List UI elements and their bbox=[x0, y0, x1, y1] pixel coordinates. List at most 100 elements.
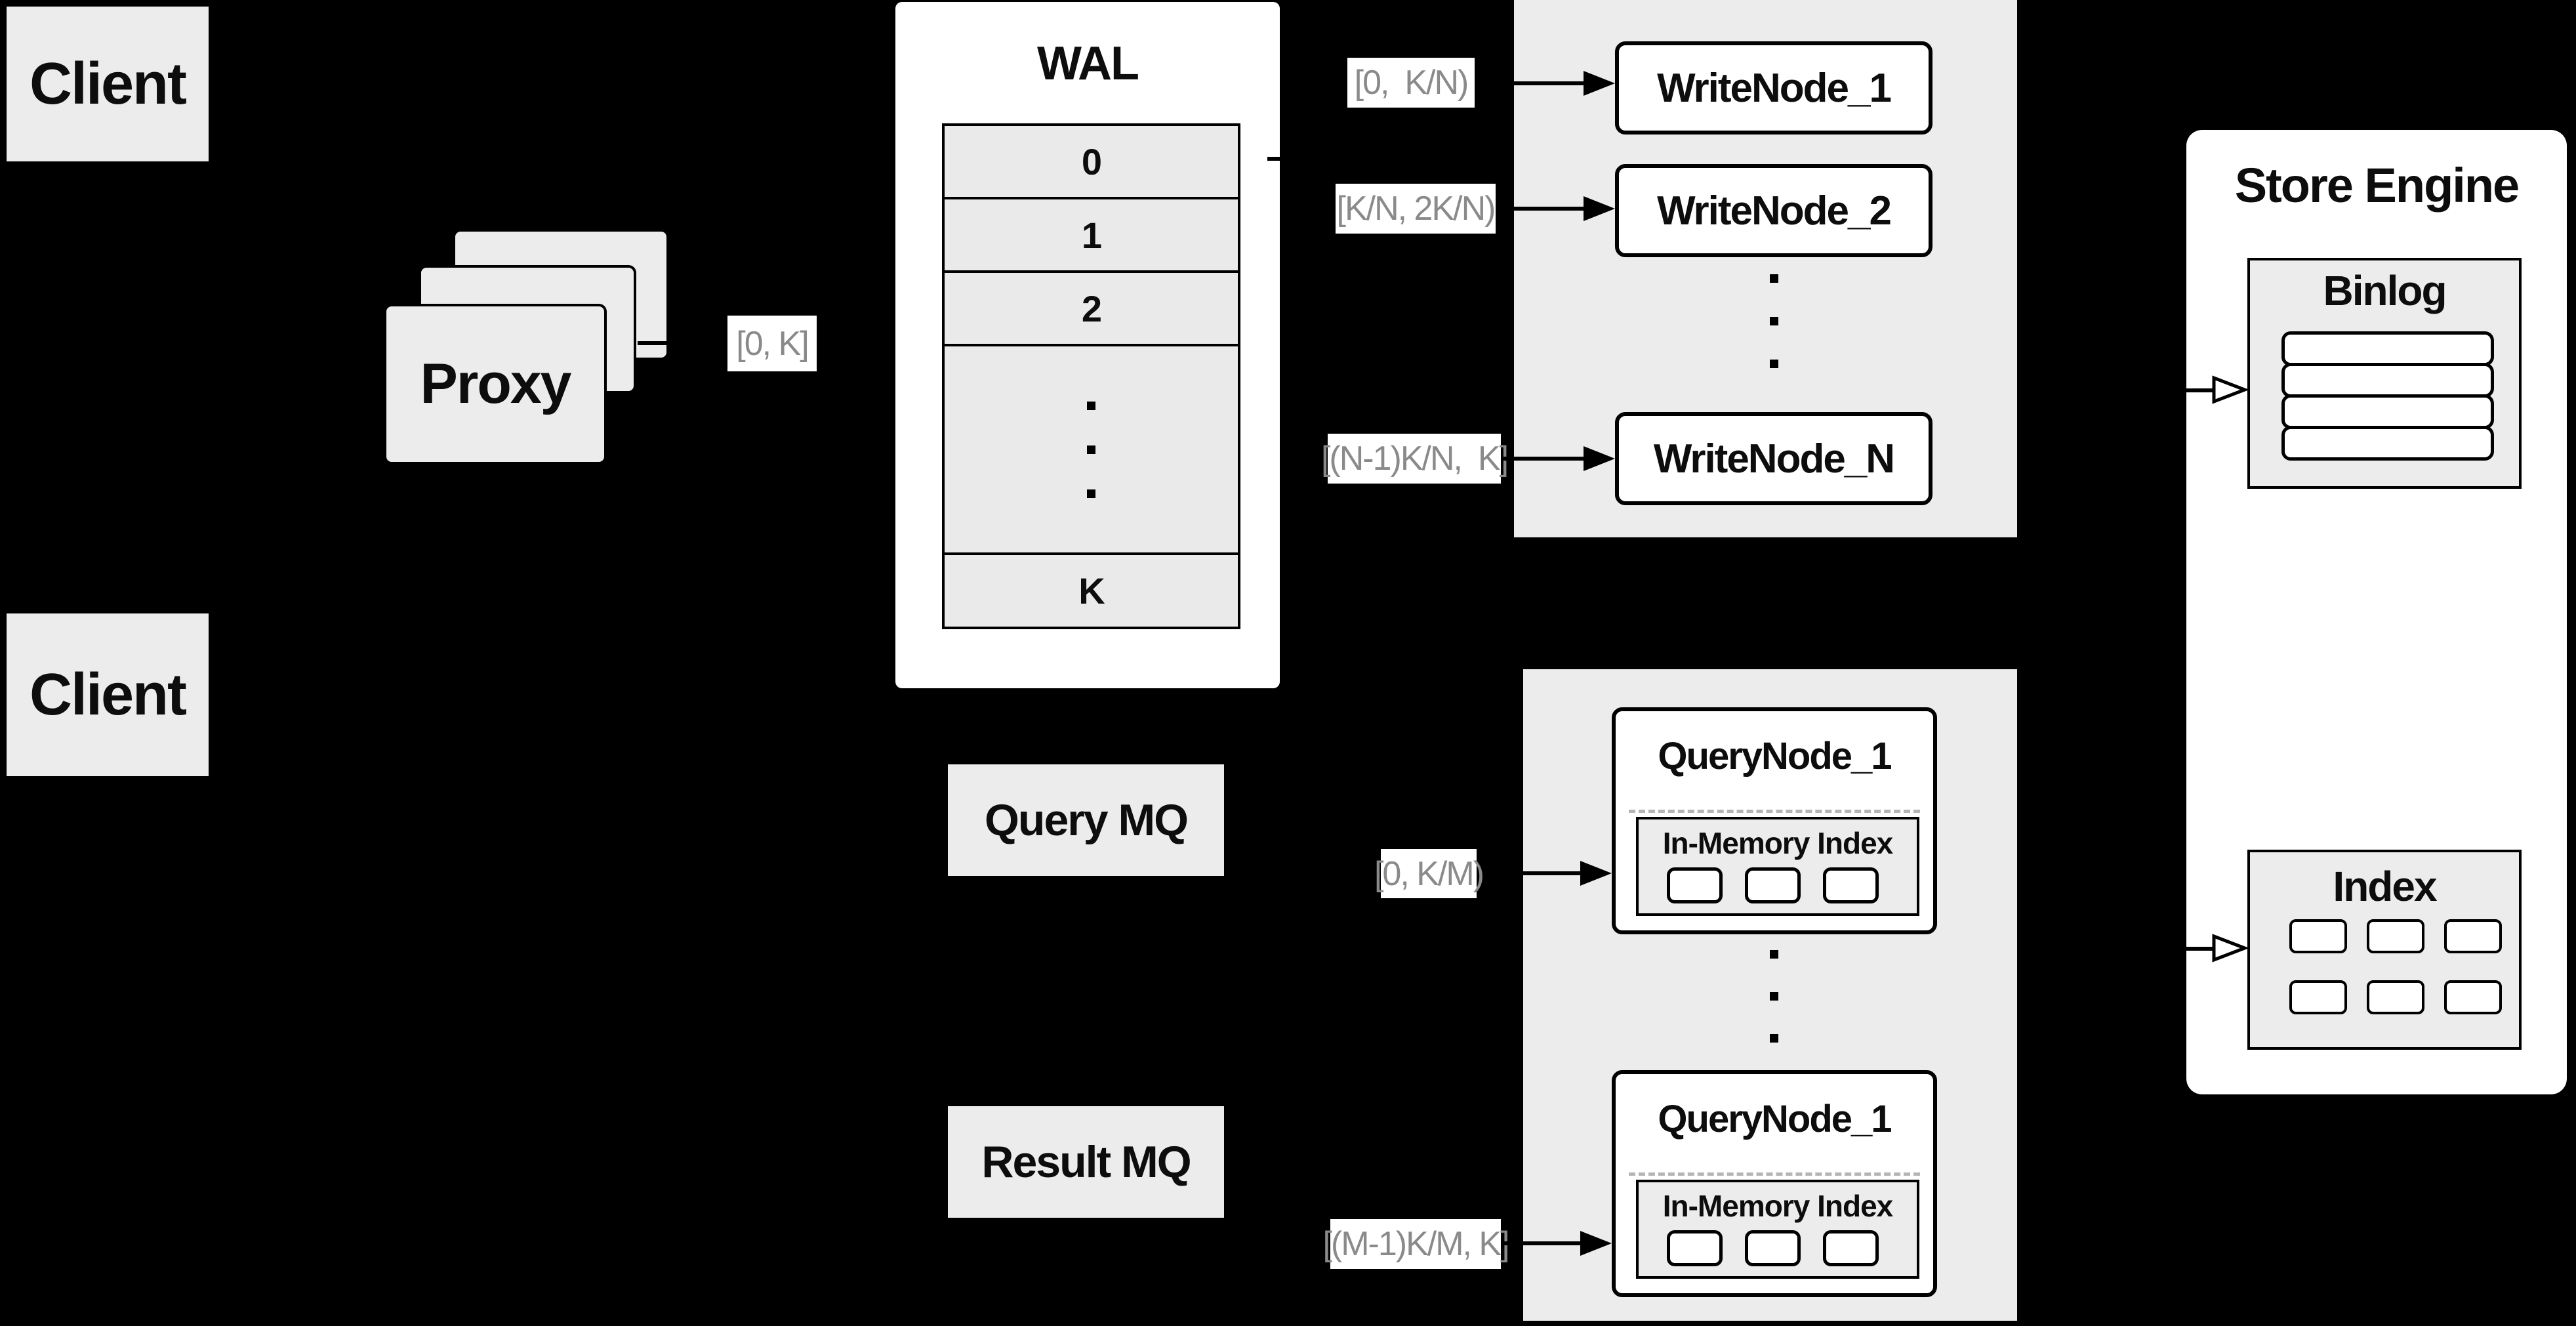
querynode-top-title-text: QueryNode_1 bbox=[1658, 734, 1892, 777]
wal-row-1: 1 bbox=[942, 197, 1240, 273]
arrowhead-querynode-bottom bbox=[1580, 1231, 1612, 1256]
querynode-top-inmemory-title: In-Memory Index bbox=[1639, 823, 1917, 863]
querynode-ellipsis-dot bbox=[1770, 992, 1778, 1001]
binlog-box: Binlog bbox=[2247, 258, 2522, 489]
range-label-write-n-text: [(N-1)K/N, K] bbox=[1320, 440, 1509, 478]
proxy-label: Proxy bbox=[420, 352, 571, 415]
querynode-bottom-inmemory-title: In-Memory Index bbox=[1639, 1186, 1917, 1226]
wal-ellipsis-dot bbox=[1087, 401, 1095, 410]
query-mq-label: Query MQ bbox=[985, 795, 1189, 845]
store-engine-title: Store Engine bbox=[2186, 154, 2567, 217]
querynode-top-inmemory-title-text: In-Memory Index bbox=[1662, 826, 1894, 860]
range-label-query-m-text: [(M-1)K/M, K] bbox=[1322, 1225, 1509, 1263]
arrow-to-querynode-bottom bbox=[1503, 1241, 1582, 1245]
range-label-write-1-text: [0, K/N) bbox=[1354, 64, 1469, 102]
store-index-title: Index bbox=[2250, 863, 2519, 910]
result-mq-label: Result MQ bbox=[981, 1137, 1191, 1187]
querynode-bottom-inmemory-box: In-Memory Index bbox=[1636, 1180, 1919, 1279]
client-box-bottom-label: Client bbox=[29, 661, 187, 728]
index-segment-square bbox=[2444, 919, 2502, 953]
wal-title: WAL bbox=[895, 34, 1280, 93]
inmemory-segment-square bbox=[1745, 1230, 1801, 1266]
query-mq-box: Query MQ bbox=[948, 764, 1224, 876]
store-index-box: Index bbox=[2247, 850, 2522, 1050]
index-segment-square bbox=[2367, 919, 2424, 953]
inmemory-segment-square bbox=[1823, 1230, 1879, 1266]
arrow-to-binlog bbox=[2186, 388, 2215, 392]
arrowhead-open-index bbox=[2212, 934, 2247, 963]
inmemory-segment-square bbox=[1667, 1230, 1723, 1266]
querynode-bottom-title-text: QueryNode_1 bbox=[1658, 1097, 1892, 1140]
range-label-proxy-out: [0, K] bbox=[727, 316, 817, 371]
client-box-top: Client bbox=[7, 7, 209, 161]
client-box-top-label: Client bbox=[29, 51, 187, 117]
index-segment-square bbox=[2289, 919, 2347, 953]
arrow-to-index bbox=[2186, 947, 2215, 951]
querynode-ellipsis-dot bbox=[1770, 950, 1778, 959]
store-index-title-text: Index bbox=[2333, 863, 2437, 910]
range-label-query-1: [0, K/M) bbox=[1374, 849, 1484, 898]
wal-row-ellipsis bbox=[942, 344, 1240, 555]
writenode-1-label: WriteNode_1 bbox=[1657, 65, 1892, 111]
writenode-2-box: WriteNode_2 bbox=[1615, 164, 1932, 257]
arrowhead-querynode-top bbox=[1580, 861, 1612, 886]
index-segment-square bbox=[2289, 980, 2347, 1014]
index-segment-square bbox=[2444, 980, 2502, 1014]
binlog-segment-row bbox=[2281, 363, 2494, 398]
arrowhead-open-binlog bbox=[2212, 375, 2247, 404]
querynode-top-inmemory-box: In-Memory Index bbox=[1636, 817, 1919, 916]
range-label-query-1-text: [0, K/M) bbox=[1374, 854, 1484, 893]
querynode-ellipsis-dot bbox=[1770, 1034, 1778, 1043]
index-segment-square bbox=[2367, 980, 2424, 1014]
arrowhead-writenode-n bbox=[1584, 446, 1615, 471]
range-label-write-1: [0, K/N) bbox=[1347, 58, 1475, 108]
range-label-write-2: [K/N, 2K/N) bbox=[1336, 184, 1496, 234]
arrow-stub-wal-right bbox=[1267, 157, 1280, 161]
writenode-2-label: WriteNode_2 bbox=[1657, 188, 1892, 234]
arrow-to-writenode-n bbox=[1502, 457, 1586, 461]
arrow-to-querynode-top bbox=[1502, 871, 1582, 875]
querynode-top-title: QueryNode_1 bbox=[1616, 723, 1933, 789]
arrow-to-writenode-2 bbox=[1497, 207, 1586, 211]
store-engine-title-text: Store Engine bbox=[2234, 158, 2520, 213]
writenode-ellipsis-dot bbox=[1770, 360, 1778, 368]
wal-row-k-text: K bbox=[1078, 570, 1105, 611]
wal-row-2: 2 bbox=[942, 270, 1240, 346]
arrowhead-writenode-2 bbox=[1584, 196, 1615, 221]
querynode-bottom-inmemory-title-text: In-Memory Index bbox=[1662, 1189, 1894, 1223]
wal-row-k: K bbox=[942, 552, 1240, 629]
binlog-segment-row bbox=[2281, 394, 2494, 429]
range-label-proxy-out-text: [0, K] bbox=[736, 324, 809, 363]
querynode-top-box: QueryNode_1 In-Memory Index bbox=[1612, 707, 1937, 934]
arrowhead-writenode-1 bbox=[1584, 71, 1615, 96]
wal-title-text: WAL bbox=[1037, 37, 1139, 90]
querynode-bottom-divider bbox=[1629, 1172, 1920, 1176]
querynode-bottom-box: QueryNode_1 In-Memory Index bbox=[1612, 1070, 1937, 1297]
binlog-segment-row bbox=[2281, 331, 2494, 366]
wal-row-0-text: 0 bbox=[1081, 140, 1102, 182]
binlog-title-text: Binlog bbox=[2323, 267, 2447, 314]
result-mq-box: Result MQ bbox=[948, 1106, 1224, 1218]
writenode-ellipsis-dot bbox=[1770, 274, 1778, 283]
binlog-title: Binlog bbox=[2250, 267, 2519, 314]
inmemory-segment-square bbox=[1745, 867, 1801, 903]
querynode-top-divider bbox=[1629, 810, 1920, 813]
range-label-query-m: [(M-1)K/M, K] bbox=[1322, 1219, 1510, 1269]
querynode-bottom-title: QueryNode_1 bbox=[1616, 1086, 1933, 1151]
writenode-ellipsis-dot bbox=[1770, 317, 1778, 325]
wal-ellipsis-dot bbox=[1087, 489, 1095, 498]
writenode-n-label: WriteNode_N bbox=[1653, 436, 1895, 482]
wal-row-1-text: 1 bbox=[1081, 214, 1102, 256]
arrow-to-writenode-1 bbox=[1476, 81, 1586, 85]
wal-row-2-text: 2 bbox=[1081, 287, 1102, 329]
wal-row-0: 0 bbox=[942, 123, 1240, 199]
client-box-bottom: Client bbox=[7, 613, 209, 776]
binlog-segment-row bbox=[2281, 426, 2494, 461]
wal-table: 0 1 2 K bbox=[942, 123, 1240, 629]
writenode-n-box: WriteNode_N bbox=[1615, 412, 1932, 505]
inmemory-segment-square bbox=[1823, 867, 1879, 903]
writenode-1-box: WriteNode_1 bbox=[1615, 41, 1932, 135]
proxy-box-front: Proxy bbox=[384, 304, 607, 465]
wal-ellipsis-dot bbox=[1087, 445, 1095, 454]
